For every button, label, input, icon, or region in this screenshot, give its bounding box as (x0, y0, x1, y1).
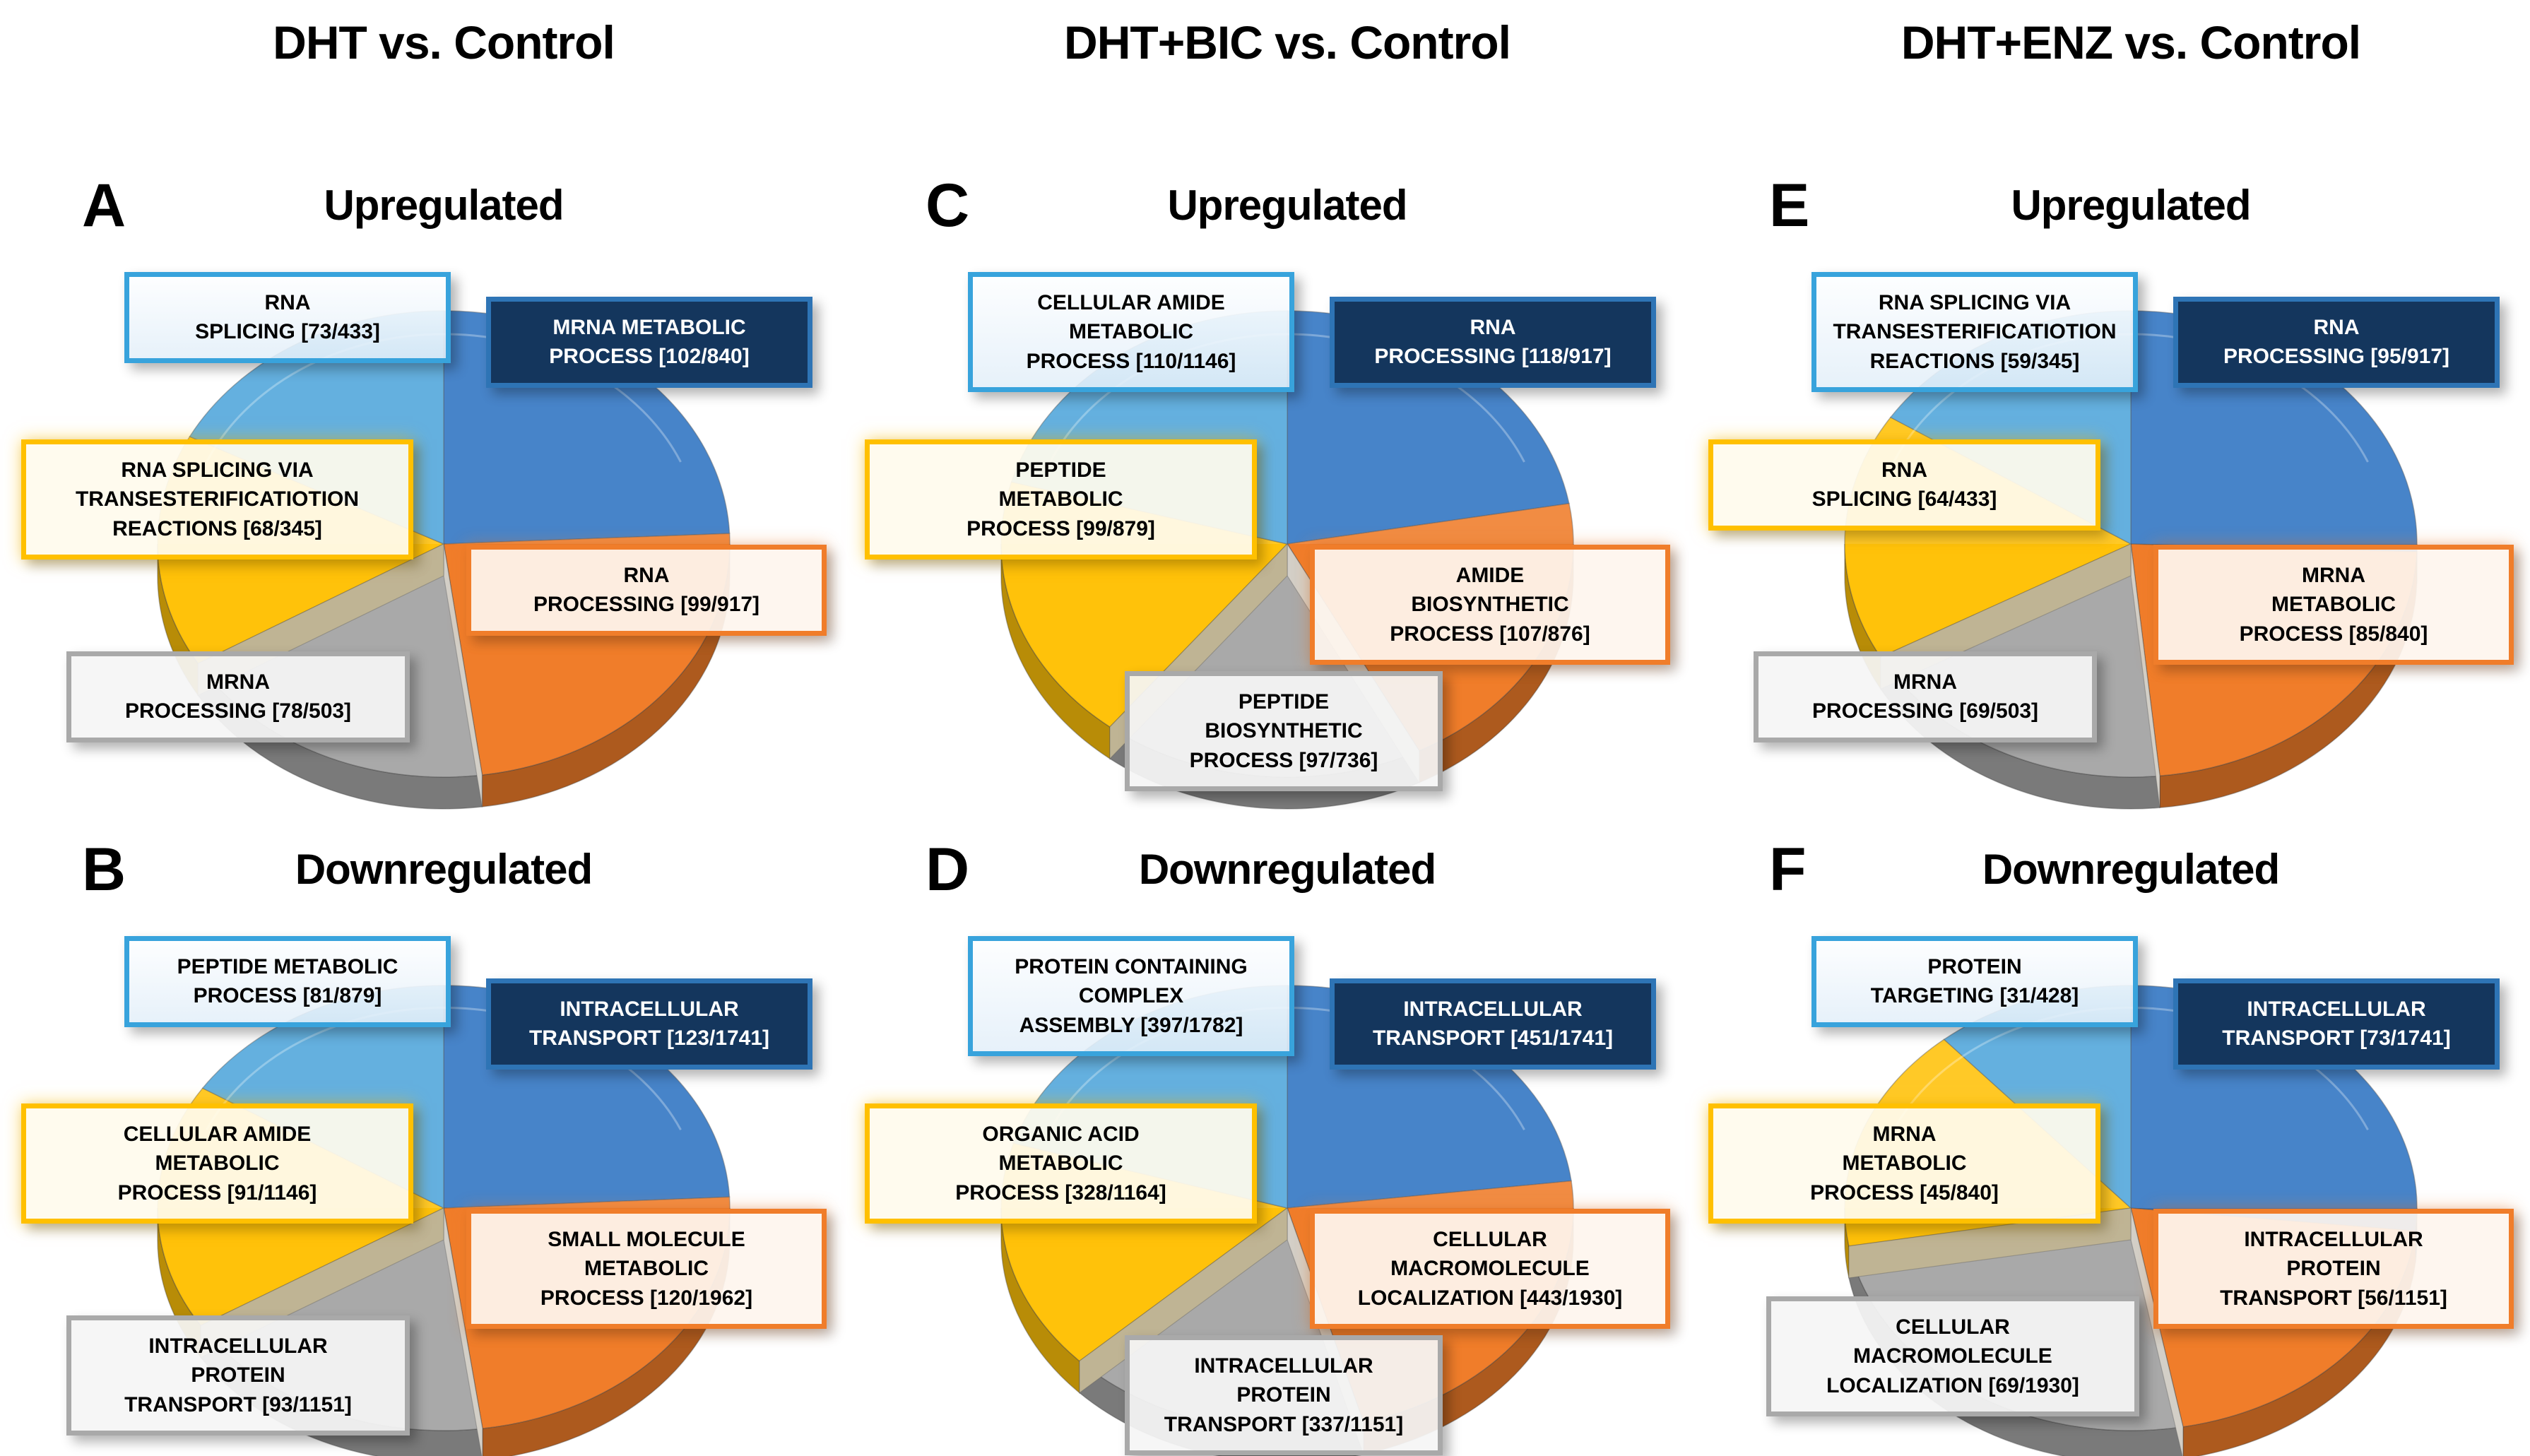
category-label-text: RNA SPLICING [73/433] (195, 291, 380, 344)
panel-subtitle: Upregulated (1167, 182, 1407, 229)
category-label-box-gray: MRNA PROCESSING [78/503] (66, 651, 410, 742)
category-label-text: ORGANIC ACID METABOLIC PROCESS [328/1164… (955, 1123, 1166, 1205)
category-label-box-gray: INTRACELLULAR PROTEIN TRANSPORT [337/115… (1125, 1335, 1443, 1456)
category-label-text: RNA SPLICING VIA TRANSESTERIFICATIOTION … (75, 458, 360, 540)
category-label-box-yellow: ORGANIC ACID METABOLIC PROCESS [328/1164… (865, 1103, 1257, 1224)
panel-F: INTRACELLULAR TRANSPORT [73/1741] INTRACE… (1687, 664, 2530, 1456)
panel-C: RNA PROCESSING [118/917] AMIDE BIOSYNTHET… (844, 0, 1687, 819)
category-label-text: INTRACELLULAR TRANSPORT [123/1741] (528, 998, 770, 1050)
category-label-box-gray: PEPTIDE BIOSYNTHETIC PROCESS [97/736] (1125, 671, 1443, 792)
panel-subtitle: Downregulated (295, 846, 593, 893)
category-label-text: RNA PROCESSING [99/917] (533, 564, 760, 617)
category-label-text: MRNA PROCESSING [69/503] (1811, 670, 2039, 723)
category-label-text: SMALL MOLECULE METABOLIC PROCESS [120/19… (540, 1228, 753, 1310)
category-label-text: RNA SPLICING VIA TRANSESTERIFICATIOTION … (1833, 291, 2117, 373)
category-label-text: INTRACELLULAR PROTEIN TRANSPORT [93/1151… (124, 1334, 352, 1416)
panel-E: RNA PROCESSING [95/917] MRNA METABOLIC PR… (1687, 0, 2530, 819)
category-label-box-lightblue: PEPTIDE METABOLIC PROCESS [81/879] (124, 936, 451, 1027)
category-label-box-navy: INTRACELLULAR TRANSPORT [451/1741] (1330, 978, 1656, 1070)
panel-subtitle: Upregulated (2011, 182, 2251, 229)
category-label-text: PROTEIN CONTAINING COMPLEX ASSEMBLY [397… (1015, 955, 1248, 1037)
category-label-text: AMIDE BIOSYNTHETIC PROCESS [107/876] (1390, 564, 1590, 646)
category-label-box-orange: INTRACELLULAR PROTEIN TRANSPORT [56/1151… (2153, 1209, 2514, 1330)
category-label-text: INTRACELLULAR TRANSPORT [73/1741] (2222, 998, 2451, 1050)
panel-letter: A (82, 172, 126, 239)
category-label-box-yellow: CELLULAR AMIDE METABOLIC PROCESS [91/114… (21, 1103, 413, 1224)
category-label-box-navy: RNA PROCESSING [118/917] (1330, 297, 1656, 388)
category-label-box-orange: AMIDE BIOSYNTHETIC PROCESS [107/876] (1310, 545, 1670, 665)
panel-B: INTRACELLULAR TRANSPORT [123/1741] SMALL … (0, 664, 844, 1456)
column-title-dht-bic: DHT+BIC vs. Control (1064, 16, 1511, 69)
panel-letter: F (1769, 836, 1807, 904)
panel-subtitle: Downregulated (1138, 846, 1436, 893)
category-label-text: CELLULAR MACROMOLECULE LOCALIZATION [443… (1357, 1228, 1623, 1310)
category-label-box-lightblue: PROTEIN CONTAINING COMPLEX ASSEMBLY [397… (968, 936, 1294, 1057)
category-label-text: MRNA METABOLIC PROCESS [85/840] (2239, 564, 2428, 646)
panel-D: INTRACELLULAR TRANSPORT [451/1741] CELLUL… (844, 664, 1687, 1456)
category-label-box-navy: RNA PROCESSING [95/917] (2173, 297, 2500, 388)
panel-letter: B (82, 836, 126, 904)
panel-letter: C (926, 172, 970, 239)
category-label-box-orange: MRNA METABOLIC PROCESS [85/840] (2153, 545, 2514, 665)
category-label-box-orange: RNA PROCESSING [99/917] (466, 545, 827, 636)
category-label-box-yellow: PEPTIDE METABOLIC PROCESS [99/879] (865, 439, 1257, 560)
category-label-box-gray: MRNA PROCESSING [69/503] (1754, 651, 2097, 742)
category-label-box-yellow: RNA SPLICING [64/433] (1708, 439, 2100, 531)
category-label-box-yellow: RNA SPLICING VIA TRANSESTERIFICATIOTION … (21, 439, 413, 560)
category-label-text: INTRACELLULAR PROTEIN TRANSPORT [337/115… (1164, 1354, 1404, 1436)
category-label-box-orange: CELLULAR MACROMOLECULE LOCALIZATION [443… (1310, 1209, 1670, 1330)
panel-subtitle: Upregulated (324, 182, 564, 229)
column-title-dht: DHT vs. Control (273, 16, 615, 69)
category-label-text: MRNA PROCESSING [78/503] (124, 670, 352, 723)
panel-letter: E (1769, 172, 1810, 239)
category-label-box-gray: CELLULAR MACROMOLECULE LOCALIZATION [69/… (1766, 1296, 2139, 1417)
category-label-box-lightblue: CELLULAR AMIDE METABOLIC PROCESS [110/11… (968, 272, 1294, 393)
category-label-text: PEPTIDE METABOLIC PROCESS [99/879] (967, 458, 1155, 540)
category-label-text: INTRACELLULAR TRANSPORT [451/1741] (1372, 998, 1614, 1050)
category-label-box-lightblue: PROTEIN TARGETING [31/428] (1811, 936, 2138, 1027)
category-label-text: CELLULAR MACROMOLECULE LOCALIZATION [69/… (1826, 1315, 2079, 1397)
category-label-text: PROTEIN TARGETING [31/428] (1870, 955, 2079, 1008)
panel-A: MRNA METABOLIC PROCESS [102/840] RNA PROC… (0, 0, 844, 819)
category-label-text: CELLULAR AMIDE METABOLIC PROCESS [110/11… (1026, 291, 1236, 373)
category-label-box-yellow: MRNA METABOLIC PROCESS [45/840] (1708, 1103, 2100, 1224)
category-label-box-orange: SMALL MOLECULE METABOLIC PROCESS [120/19… (466, 1209, 827, 1330)
category-label-text: MRNA METABOLIC PROCESS [102/840] (549, 316, 750, 369)
category-label-box-lightblue: RNA SPLICING [73/433] (124, 272, 451, 363)
category-label-text: MRNA METABOLIC PROCESS [45/840] (1810, 1123, 1999, 1205)
category-label-text: RNA PROCESSING [95/917] (2223, 316, 2450, 369)
category-label-box-lightblue: RNA SPLICING VIA TRANSESTERIFICATIOTION … (1811, 272, 2138, 393)
category-label-text: INTRACELLULAR PROTEIN TRANSPORT [56/1151… (2220, 1228, 2447, 1310)
column-title-dht-enz: DHT+ENZ vs. Control (1901, 16, 2361, 69)
category-label-box-navy: INTRACELLULAR TRANSPORT [73/1741] (2173, 978, 2500, 1070)
category-label-text: PEPTIDE BIOSYNTHETIC PROCESS [97/736] (1189, 690, 1378, 772)
category-label-text: RNA PROCESSING [118/917] (1374, 316, 1612, 369)
category-label-box-gray: INTRACELLULAR PROTEIN TRANSPORT [93/1151… (66, 1315, 410, 1436)
panel-subtitle: Downregulated (1982, 846, 2280, 893)
category-label-box-navy: MRNA METABOLIC PROCESS [102/840] (486, 297, 812, 388)
category-label-text: RNA SPLICING [64/433] (1811, 458, 1997, 511)
category-label-text: CELLULAR AMIDE METABOLIC PROCESS [91/114… (117, 1123, 317, 1205)
category-label-box-navy: INTRACELLULAR TRANSPORT [123/1741] (486, 978, 812, 1070)
category-label-text: PEPTIDE METABOLIC PROCESS [81/879] (177, 955, 398, 1008)
pie-slice-wall-gray (1848, 1207, 2132, 1279)
panel-letter: D (926, 836, 970, 904)
